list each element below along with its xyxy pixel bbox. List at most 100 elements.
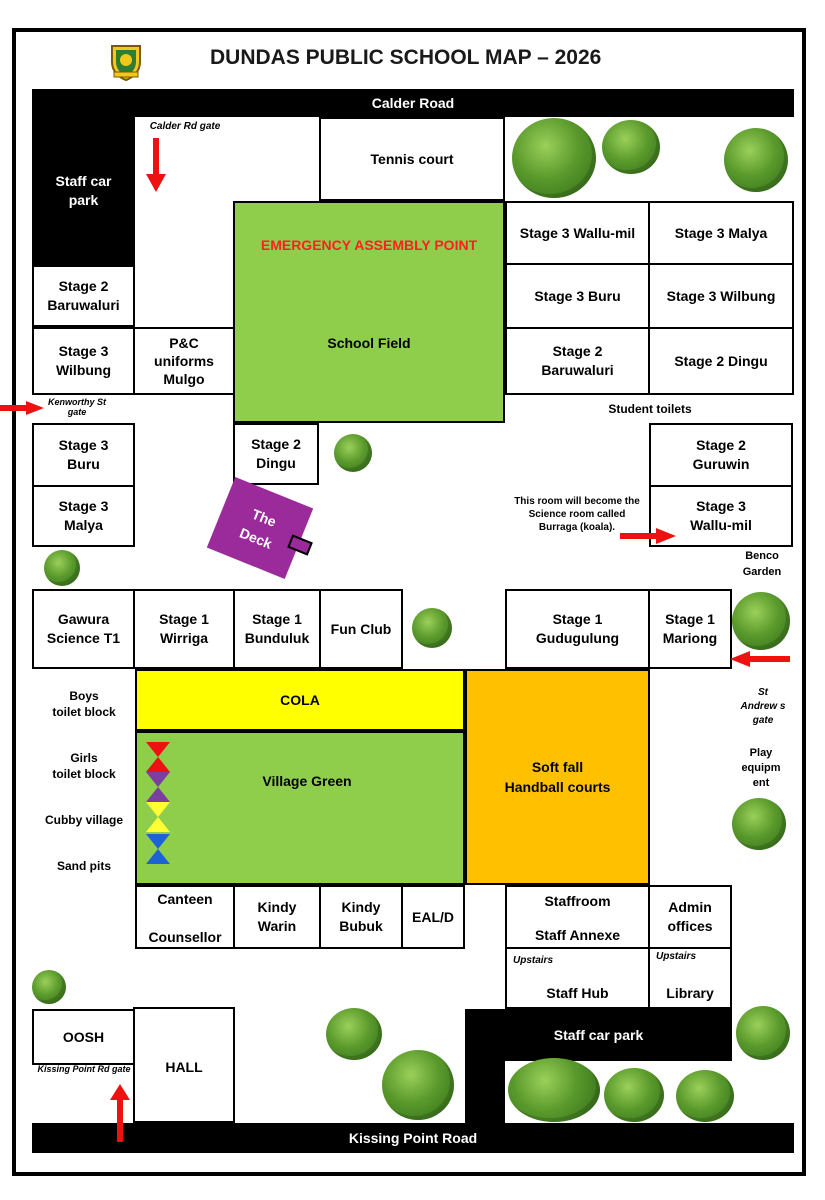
room-label: Stage 3 Wilbung bbox=[666, 287, 776, 304]
kissing-point-road: Kissing Point Road bbox=[32, 1123, 794, 1153]
staff-annexe-label: Staff Annexe bbox=[534, 927, 621, 943]
canteen-label: Canteen bbox=[157, 891, 213, 907]
tree-icon bbox=[732, 798, 786, 850]
room-stage2-baruwaluri-right: Stage 2 Baruwaluri bbox=[505, 327, 650, 395]
staffroom-label: Staffroom bbox=[544, 893, 611, 909]
room-admin-offices: Admin offices bbox=[648, 885, 732, 949]
staff-car-park-top-label: Staff car park bbox=[55, 173, 112, 208]
tree-icon bbox=[44, 550, 80, 586]
room-label: Kindy Warin bbox=[257, 899, 297, 934]
kenworthy-gate-arrow bbox=[0, 401, 44, 415]
tree-icon bbox=[724, 128, 788, 192]
science-room-note: This room will become the Science room c… bbox=[514, 496, 640, 533]
room-label: Gawura Science T1 bbox=[46, 611, 121, 646]
room-stage2-baruwaluri-left: Stage 2 Baruwaluri bbox=[32, 265, 135, 327]
room-label: Stage 1 Gudugulung bbox=[535, 611, 620, 646]
room-label: Stage 2 Baruwaluri bbox=[541, 343, 614, 378]
cola-label: COLA bbox=[280, 692, 320, 708]
room-label: Stage 2 Guruwin bbox=[692, 437, 750, 472]
staff-hub-label: Staff Hub bbox=[546, 985, 609, 1001]
staff-car-park-top: Staff car park bbox=[32, 117, 135, 265]
room-label: Stage 3 Malya bbox=[674, 224, 768, 241]
room-label: P&C uniforms Mulgo bbox=[154, 335, 214, 387]
room-label: Stage 3 Wallu-mil bbox=[519, 224, 636, 241]
science-room-arrow bbox=[620, 528, 676, 544]
room-staffroom: Staffroom Staff Annexe bbox=[505, 885, 650, 949]
school-crest-icon bbox=[111, 45, 141, 82]
room-label: Stage 3 Malya bbox=[58, 498, 109, 533]
st-andrews-gate-arrow bbox=[730, 651, 790, 667]
cubby-village-label: Cubby village bbox=[44, 813, 124, 827]
tree-icon bbox=[732, 592, 790, 650]
boys-toilets-label: Boys toilet block bbox=[52, 689, 116, 719]
room-label: Stage 1 Mariong bbox=[662, 611, 718, 646]
room-oosh: OOSH bbox=[32, 1009, 135, 1065]
tree-icon bbox=[512, 118, 596, 198]
benco-garden-label: Benco Garden bbox=[742, 550, 782, 578]
room-stage3-malya-left: Stage 3 Malya bbox=[32, 485, 135, 547]
tree-icon bbox=[508, 1058, 600, 1122]
tennis-court-label: Tennis court bbox=[370, 150, 454, 167]
student-toilets-label: Student toilets bbox=[608, 402, 692, 416]
kissing-road-label: Kissing Point Road bbox=[348, 1130, 478, 1146]
room-canteen-counsellor: Canteen Counsellor bbox=[135, 885, 235, 949]
kenworthy-gate-label: Kenworthy St gate bbox=[47, 397, 106, 417]
room-kindy-warin: Kindy Warin bbox=[233, 885, 321, 949]
staff-car-park-bottom-label: Staff car park bbox=[553, 1027, 644, 1043]
room-gawura-science: Gawura Science T1 bbox=[32, 589, 135, 669]
room-label: Admin offices bbox=[667, 899, 713, 934]
room-kindy-bubuk: Kindy Bubuk bbox=[319, 885, 403, 949]
room-stage3-buru-left: Stage 3 Buru bbox=[32, 423, 135, 487]
room-stage1-mariong: Stage 1 Mariong bbox=[648, 589, 732, 669]
sand-pits-label: Sand pits bbox=[56, 859, 111, 873]
flag-icon bbox=[146, 742, 170, 864]
room-label: Stage 3 Buru bbox=[534, 287, 621, 304]
tree-icon bbox=[412, 608, 452, 648]
room-eald: EAL/D bbox=[401, 885, 465, 949]
room-staff-hub: Upstairs Staff Hub bbox=[505, 947, 650, 1009]
room-label: Stage 2 Dingu bbox=[251, 436, 301, 471]
room-stage3-wallumil-top: Stage 3 Wallu-mil bbox=[505, 201, 650, 265]
st-andrews-gate-label: St Andrew s gate bbox=[740, 687, 786, 726]
room-label: Stage 3 Wallu-mil bbox=[690, 498, 752, 533]
calder-gate-arrow bbox=[146, 138, 166, 192]
tree-icon bbox=[604, 1068, 664, 1122]
room-label: Stage 3 Buru bbox=[58, 437, 109, 472]
hall-label: HALL bbox=[165, 1059, 203, 1075]
room-stage1-bunduluk: Stage 1 Bunduluk bbox=[233, 589, 321, 669]
tree-icon bbox=[736, 1006, 790, 1060]
counsellor-label: Counsellor bbox=[148, 929, 222, 945]
room-stage1-gudugulung: Stage 1 Gudugulung bbox=[505, 589, 650, 669]
play-equipment-label: Play equipm ent bbox=[741, 747, 781, 789]
calder-road-label: Calder Road bbox=[371, 95, 455, 111]
emergency-assembly-point: EMERGENCY ASSEMBLY POINT bbox=[260, 237, 478, 253]
tree-icon bbox=[326, 1008, 382, 1060]
upstairs-label: Upstairs bbox=[513, 955, 554, 966]
softfall-label: Soft fall Handball courts bbox=[504, 759, 611, 795]
calder-gate-label: Calder Rd gate bbox=[149, 121, 221, 132]
room-label: Stage 2 Baruwaluri bbox=[47, 278, 120, 313]
room-label: OOSH bbox=[62, 1028, 105, 1045]
cola: COLA bbox=[135, 669, 465, 731]
girls-toilets-label: Girls toilet block bbox=[52, 751, 116, 781]
room-fun-club: Fun Club bbox=[319, 589, 403, 669]
tree-icon bbox=[382, 1050, 454, 1120]
room-stage2-dingu-right: Stage 2 Dingu bbox=[648, 327, 794, 395]
room-label: Stage 3 Wilbung bbox=[55, 343, 112, 378]
room-label: Fun Club bbox=[330, 620, 392, 637]
room-label: Kindy Bubuk bbox=[339, 899, 383, 934]
village-green: Village Green bbox=[135, 731, 465, 885]
village-green-label: Village Green bbox=[262, 773, 352, 789]
room-stage2-dingu-mid: Stage 2 Dingu bbox=[233, 423, 319, 485]
softfall-handball-courts: Soft fall Handball courts bbox=[465, 669, 650, 885]
room-stage3-buru-top: Stage 3 Buru bbox=[505, 263, 650, 329]
library-label: Library bbox=[666, 985, 714, 1001]
tree-icon bbox=[334, 434, 372, 472]
calder-road: Calder Road bbox=[32, 89, 794, 117]
room-stage2-guruwin: Stage 2 Guruwin bbox=[649, 423, 793, 487]
car-park-driveway bbox=[465, 1009, 505, 1123]
staff-car-park-bottom: Staff car park bbox=[465, 1009, 732, 1061]
tree-icon bbox=[32, 970, 66, 1004]
room-hall: HALL bbox=[133, 1007, 235, 1123]
tennis-court: Tennis court bbox=[319, 117, 505, 201]
